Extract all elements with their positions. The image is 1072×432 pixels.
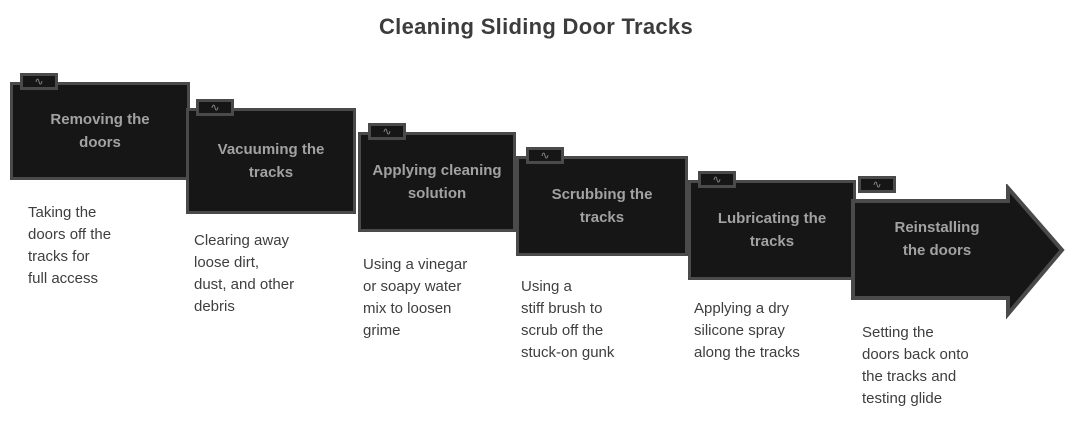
clip-tab-icon: ∿ xyxy=(526,147,564,164)
step-label-6: Reinstalling the doors xyxy=(894,219,980,259)
step-description-5: Applying a dry silicone spray along the … xyxy=(694,300,800,361)
squiggle-icon: ∿ xyxy=(540,149,550,162)
step-label-5: Lubricating the tracks xyxy=(717,210,827,250)
step-box-1: ∿ Removing the doors xyxy=(10,73,190,180)
step-description-2: Clearing away loose dirt, dust, and othe… xyxy=(194,232,295,315)
squiggle-icon: ∿ xyxy=(34,75,44,88)
step-box-3: ∿ Applying cleaning solution xyxy=(358,123,516,232)
squiggle-icon: ∿ xyxy=(872,178,882,191)
clip-tab-icon: ∿ xyxy=(858,176,896,193)
squiggle-icon: ∿ xyxy=(382,125,392,138)
step-description-1: Taking the doors off the tracks for full… xyxy=(28,204,112,287)
clip-tab-icon: ∿ xyxy=(698,171,736,188)
squiggle-icon: ∿ xyxy=(210,101,220,114)
clip-tab-icon: ∿ xyxy=(368,123,406,140)
step-label-2: Vacuuming the tracks xyxy=(217,141,325,181)
step-description-3: Using a vinegar or soapy water mix to lo… xyxy=(363,256,468,339)
clip-tab-icon: ∿ xyxy=(196,99,234,116)
step-box-4: ∿ Scrubbing the tracks xyxy=(516,147,688,256)
step-label-3: Applying cleaning solution xyxy=(372,162,502,202)
clip-tab-icon: ∿ xyxy=(20,73,58,90)
step-description-6: Setting the doors back onto the tracks a… xyxy=(862,324,969,407)
step-label-1: Removing the doors xyxy=(50,111,150,151)
step-box-6: ∿ Reinstalling the doors xyxy=(850,176,1072,326)
step-box-2: ∿ Vacuuming the tracks xyxy=(186,99,356,214)
step-label-4: Scrubbing the tracks xyxy=(551,186,653,226)
process-arrow-shape xyxy=(851,184,1065,320)
squiggle-icon: ∿ xyxy=(712,173,722,186)
step-box-5: ∿ Lubricating the tracks xyxy=(688,171,856,280)
page-title: Cleaning Sliding Door Tracks xyxy=(378,14,693,39)
step-description-4: Using a stiff brush to scrub off the stu… xyxy=(521,278,615,361)
